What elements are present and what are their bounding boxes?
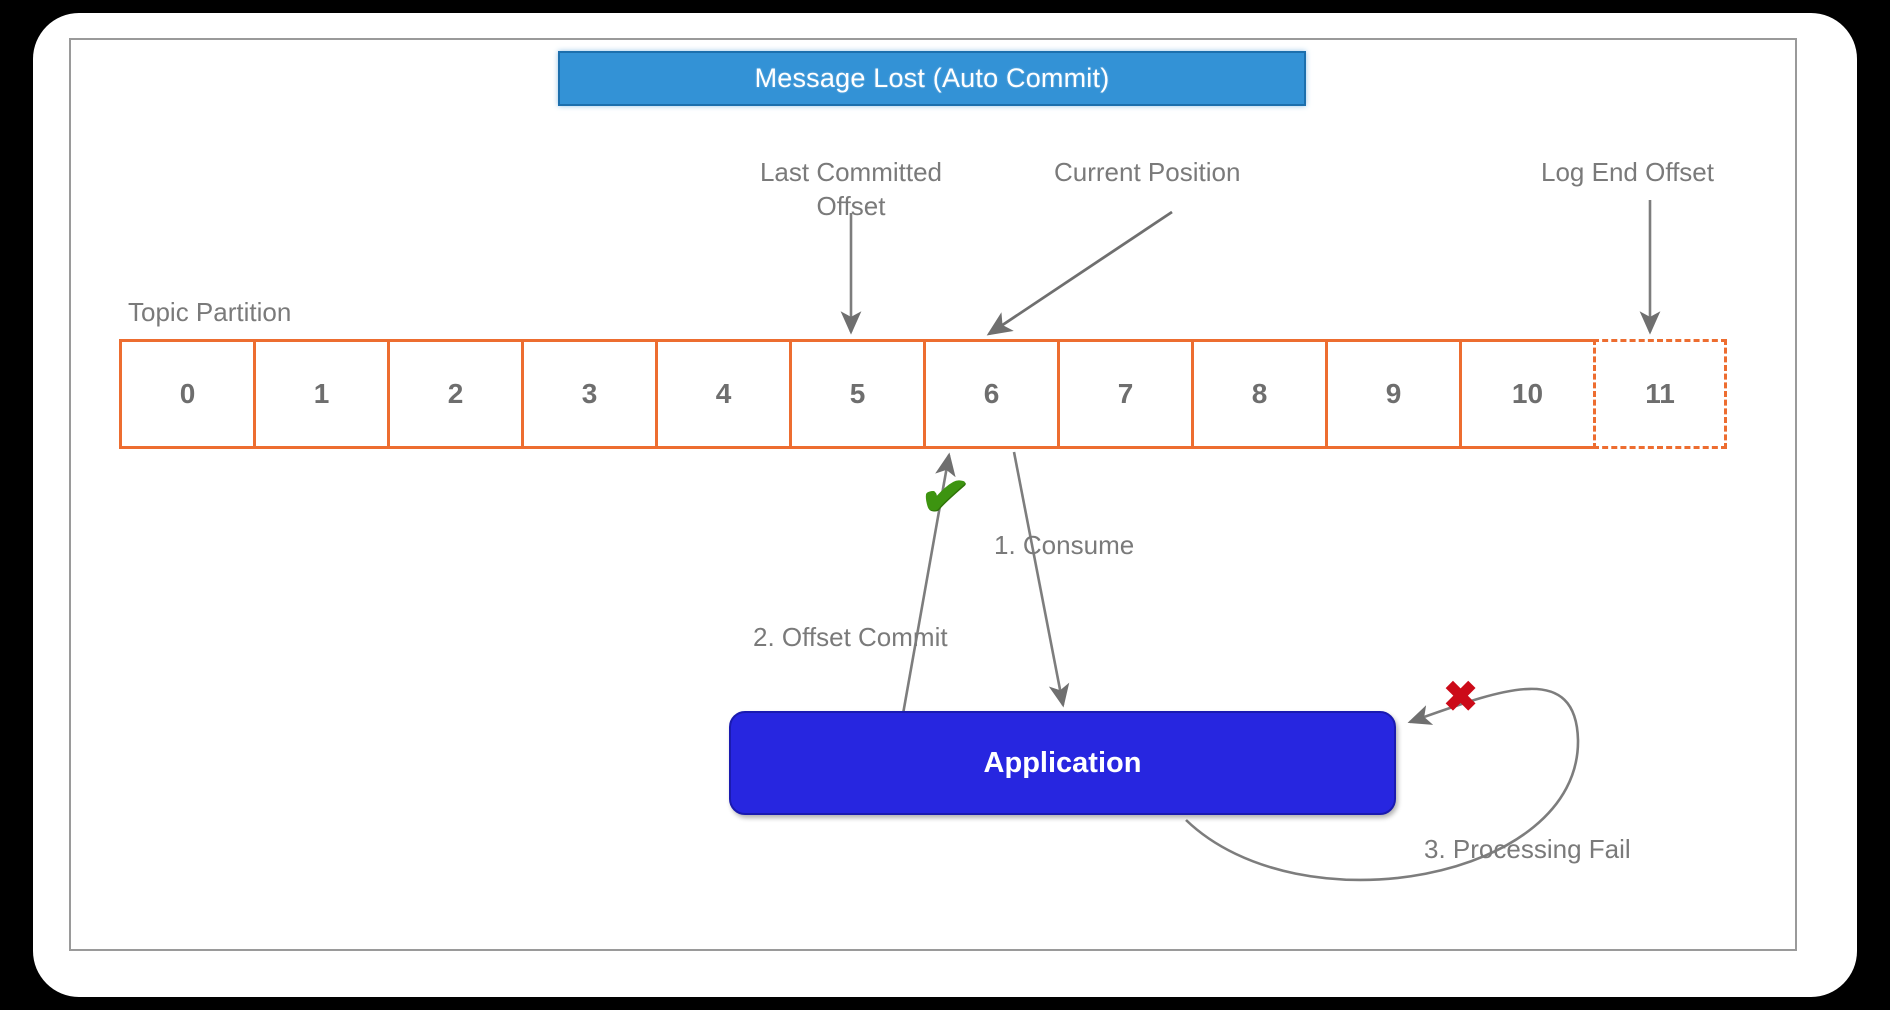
partition-offset-label: 8: [1251, 378, 1268, 409]
partition-offset-label: 0: [179, 378, 196, 409]
arrow-consume: [1012, 451, 1070, 708]
diagram-title-text: Message Lost (Auto Commit): [754, 63, 1110, 93]
partition-offset-label: 6: [983, 378, 1000, 409]
label-step-processing-fail: 3. Processing Fail: [1424, 834, 1631, 864]
partition-offset-label: 5: [849, 378, 866, 409]
partition-cell[interactable]: 2: [387, 339, 521, 449]
partition-cell-last-committed[interactable]: 5: [789, 339, 923, 449]
partition-cell[interactable]: 9: [1325, 339, 1459, 449]
label-current-position: Current Position: [1054, 157, 1241, 187]
application-box[interactable]: Application: [729, 711, 1396, 815]
partition-cell[interactable]: 8: [1191, 339, 1325, 449]
application-label: Application: [983, 746, 1142, 779]
partition-offset-label: 9: [1385, 378, 1402, 409]
partition-cell[interactable]: 0: [119, 339, 253, 449]
arrow-current-position: [986, 210, 1173, 336]
partition-cell[interactable]: 10: [1459, 339, 1593, 449]
arrow-offset-commit: [901, 452, 956, 715]
label-last-committed-offset: Last Committed Offset: [759, 157, 943, 221]
label-step-offset-commit: 2. Offset Commit: [753, 622, 948, 652]
label-topic-partition: Topic Partition: [128, 297, 292, 327]
arrow-processing-fail: [1185, 687, 1580, 882]
partition-offset-label: 10: [1511, 378, 1544, 409]
partition-offset-label: 4: [715, 378, 732, 409]
label-step-consume: 1. Consume: [994, 530, 1135, 560]
partition-cell[interactable]: 3: [521, 339, 655, 449]
diagram-title-banner: Message Lost (Auto Commit): [558, 51, 1306, 106]
partition-offset-label: 11: [1645, 378, 1675, 409]
partition-cell[interactable]: 7: [1057, 339, 1191, 449]
partition-cell-log-end-offset[interactable]: 11: [1593, 339, 1727, 449]
label-log-end-offset: Log End Offset: [1541, 157, 1714, 187]
partition-offset-label: 7: [1117, 378, 1134, 409]
cross-icon: ✖: [1443, 673, 1479, 720]
partition-offset-label: 1: [313, 378, 330, 409]
partition-cell-current-position[interactable]: 6: [923, 339, 1057, 449]
partition-cell[interactable]: 4: [655, 339, 789, 449]
topic-partition-table: 0 1 2 3 4 5 6 7 8 9 10 1: [119, 339, 1727, 449]
partition-offset-label: 2: [447, 378, 464, 409]
check-icon: ✔: [915, 460, 973, 533]
partition-cell[interactable]: 1: [253, 339, 387, 449]
partition-offset-label: 3: [581, 378, 598, 409]
